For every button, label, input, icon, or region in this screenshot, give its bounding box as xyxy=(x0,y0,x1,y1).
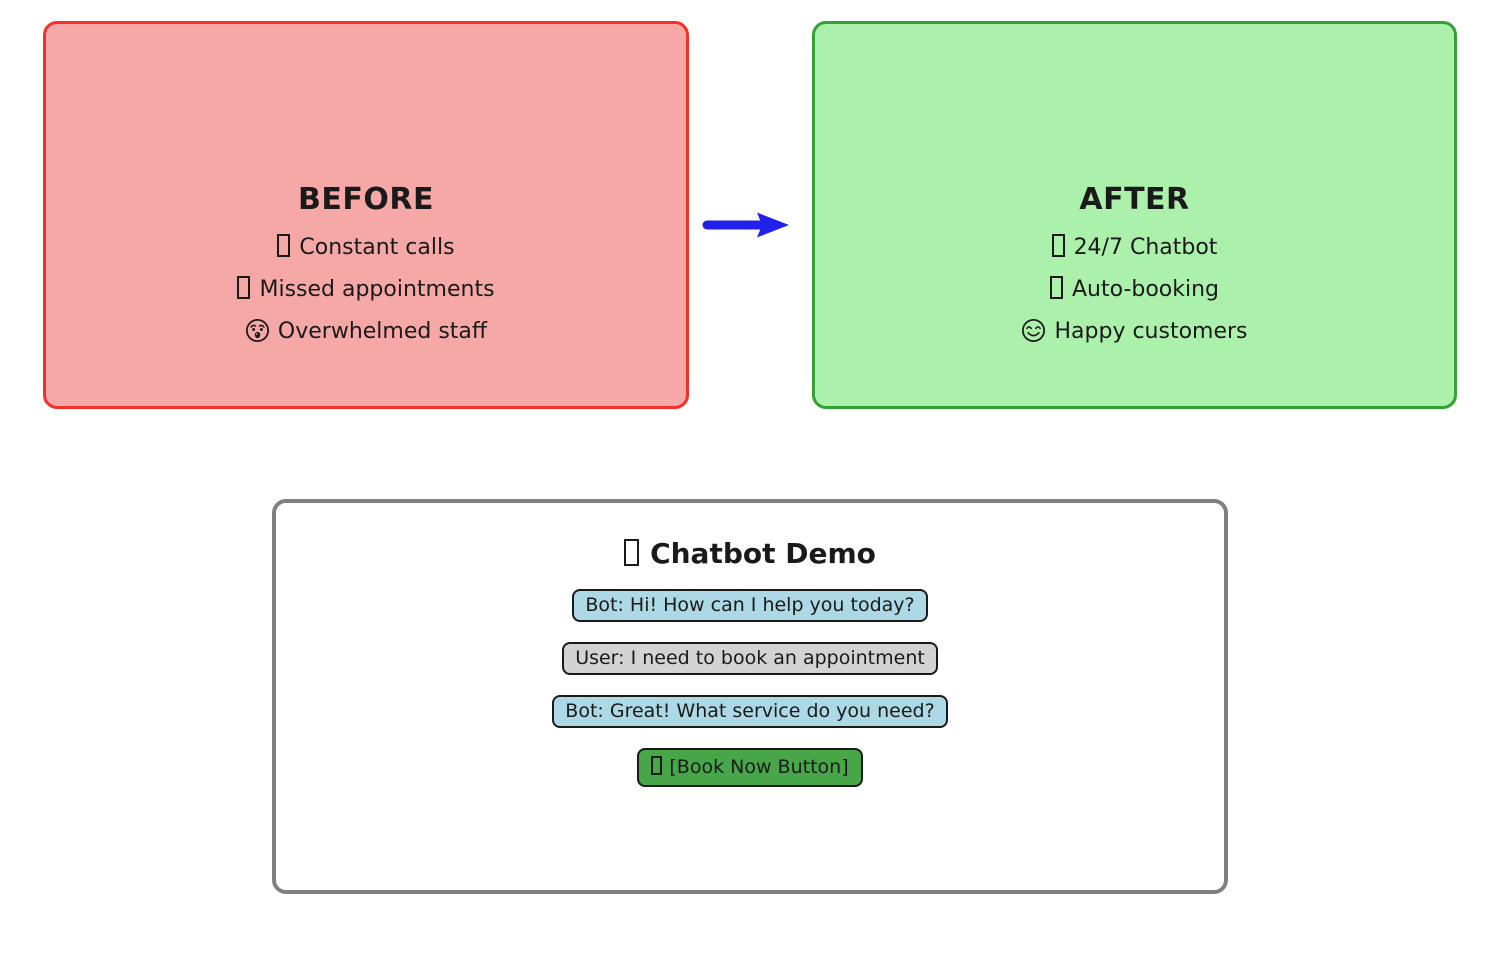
after-item-happy-customers: Happy customers xyxy=(1021,316,1248,353)
book-now-button[interactable]: [Book Now Button] xyxy=(637,748,863,787)
missing-glyph-icon xyxy=(277,234,291,257)
chat-bubble-bot-1: Bot: Hi! How can I help you today? xyxy=(572,589,928,622)
missing-glyph-icon xyxy=(1051,234,1065,257)
before-item-missed-appointments: Missed appointments xyxy=(237,274,495,306)
before-panel-title: BEFORE xyxy=(298,182,434,217)
after-item-chatbot: 24/7 Chatbot xyxy=(1051,232,1218,264)
before-item-label: Overwhelmed staff xyxy=(277,319,488,344)
chat-bubble-bot-2: Bot: Great! What service do you need? xyxy=(552,695,948,728)
before-item-overwhelmed-staff: Overwhelmed staff xyxy=(245,316,487,353)
astonished-face-icon xyxy=(245,318,270,353)
after-item-auto-booking: Auto-booking xyxy=(1049,274,1220,306)
before-after-arrow xyxy=(699,204,795,246)
before-item-label: Missed appointments xyxy=(259,277,495,302)
chat-bubble-stack: Bot: Hi! How can I help you today? User:… xyxy=(552,589,948,787)
before-item-constant-calls: Constant calls xyxy=(277,232,455,264)
missing-glyph-icon xyxy=(651,756,663,775)
missing-glyph-icon xyxy=(624,539,640,566)
chatbot-demo-title: Chatbot Demo xyxy=(624,535,876,573)
after-item-label: Happy customers xyxy=(1054,319,1248,344)
after-item-label: Auto-booking xyxy=(1071,277,1220,302)
book-now-button-label: [Book Now Button] xyxy=(669,756,849,778)
after-panel-title: AFTER xyxy=(1079,182,1190,217)
missing-glyph-icon xyxy=(1049,276,1063,299)
chatbot-demo-title-text: Chatbot Demo xyxy=(650,537,876,570)
after-item-label: 24/7 Chatbot xyxy=(1073,235,1218,260)
chatbot-demo-panel: Chatbot Demo Bot: Hi! How can I help you… xyxy=(272,499,1228,894)
before-panel: BEFORE Constant calls Missed appointment… xyxy=(43,21,689,409)
before-item-label: Constant calls xyxy=(299,235,455,260)
after-panel: AFTER 24/7 Chatbot Auto-booking Happy cu… xyxy=(812,21,1457,409)
smiling-face-icon xyxy=(1021,318,1046,353)
chat-bubble-user-1: User: I need to book an appointment xyxy=(562,642,938,675)
missing-glyph-icon xyxy=(237,276,251,299)
